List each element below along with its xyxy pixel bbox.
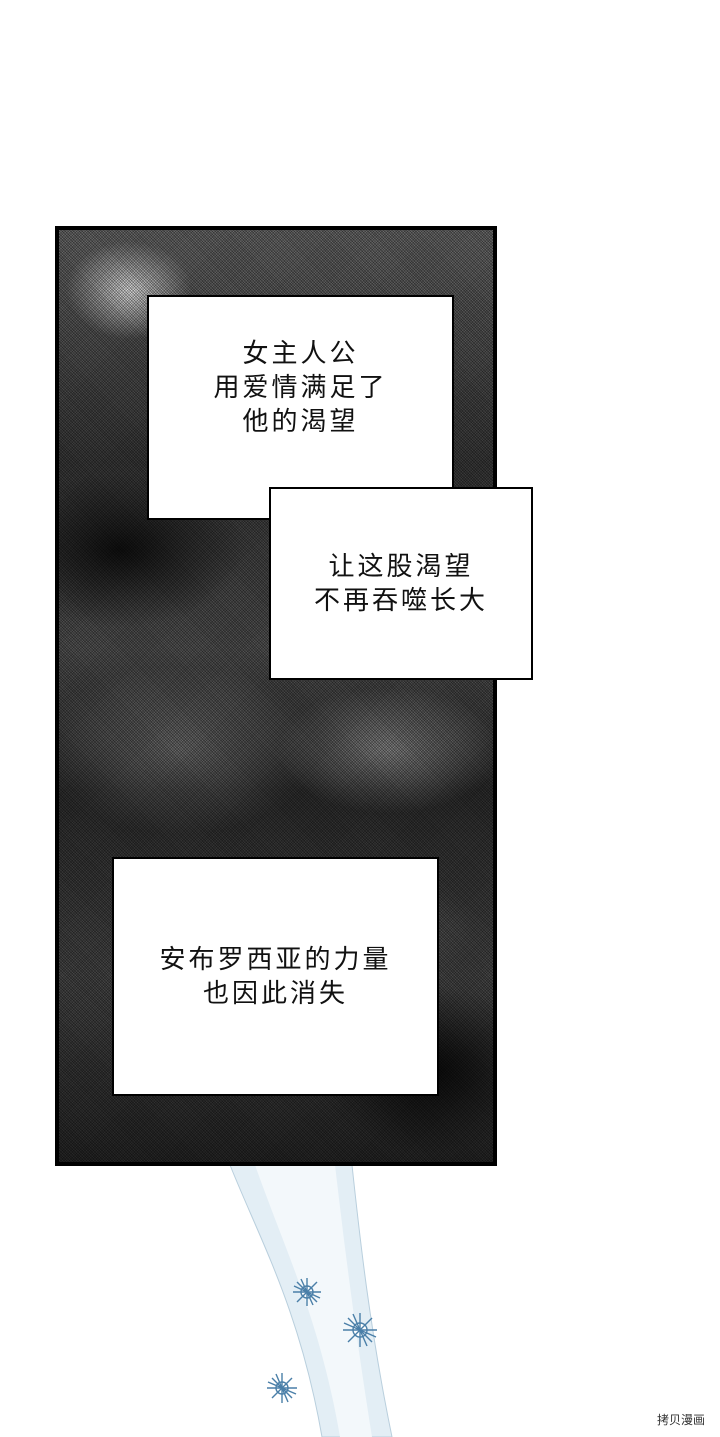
caption-line: 安布罗西亚的力量 [159,944,392,975]
caption-line: 也因此消失 [202,978,348,1009]
light-beam-core [255,1165,372,1437]
sparkle-icon [267,1373,297,1403]
watermark: 拷贝漫画 [653,1410,708,1429]
caption-line: 让这股渴望 [328,551,474,582]
caption-line: 用爱情满足了 [213,372,388,403]
caption-box-top: 女主人公 用爱情满足了 他的渴望 [147,295,454,520]
caption-box-bottom: 安布罗西亚的力量 也因此消失 [112,857,439,1096]
sparkle-icon [293,1278,321,1306]
caption-line: 不再吞噬长大 [313,585,488,616]
sparkle-icon [343,1313,377,1347]
caption-box-middle: 让这股渴望 不再吞噬长大 [269,487,533,680]
caption-line: 他的渴望 [242,406,359,437]
caption-line: 女主人公 [242,338,359,369]
